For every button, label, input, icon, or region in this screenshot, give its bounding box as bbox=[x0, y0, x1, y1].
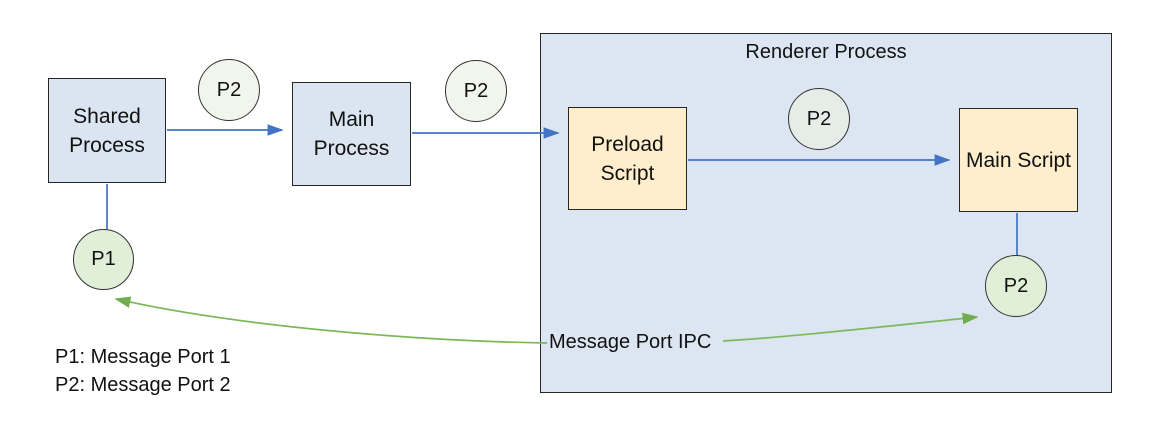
legend-line-p2: P2: Message Port 2 bbox=[55, 374, 231, 396]
main-process-label: Main Process bbox=[313, 108, 390, 160]
preload-script-box: Preload Script bbox=[568, 107, 687, 210]
port-circle-p2-main-script: P2 bbox=[985, 255, 1047, 317]
main-script-box: Main Script bbox=[959, 108, 1078, 212]
port-circle-p2-preload-to-main-script: P2 bbox=[788, 88, 850, 150]
port-circle-p2-shared-to-main: P2 bbox=[198, 59, 260, 121]
arrow-ipc-to-p1 bbox=[114, 296, 548, 344]
port-circle-p2-main-to-preload: P2 bbox=[445, 60, 507, 122]
shared-process-label: Shared Process bbox=[69, 104, 145, 157]
preload-script-label: Preload Script bbox=[591, 132, 664, 185]
port-label: P2 bbox=[216, 78, 242, 101]
main-script-label: Main Script bbox=[965, 148, 1072, 172]
legend: P1: Message Port 1 P2: Message Port 2 bbox=[55, 343, 231, 399]
port-label: P2 bbox=[806, 107, 832, 130]
port-circle-p1-shared: P1 bbox=[73, 229, 134, 290]
legend-line-p1: P1: Message Port 1 bbox=[55, 346, 231, 368]
shared-process-box: Shared Process bbox=[48, 78, 166, 183]
port-label: P2 bbox=[1003, 274, 1029, 297]
port-label: P2 bbox=[463, 79, 489, 102]
main-process-box: Main Process bbox=[292, 82, 411, 186]
renderer-process-title: Renderer Process bbox=[745, 41, 907, 63]
port-label: P1 bbox=[91, 248, 116, 270]
message-port-ipc-label: Message Port IPC bbox=[549, 331, 712, 353]
